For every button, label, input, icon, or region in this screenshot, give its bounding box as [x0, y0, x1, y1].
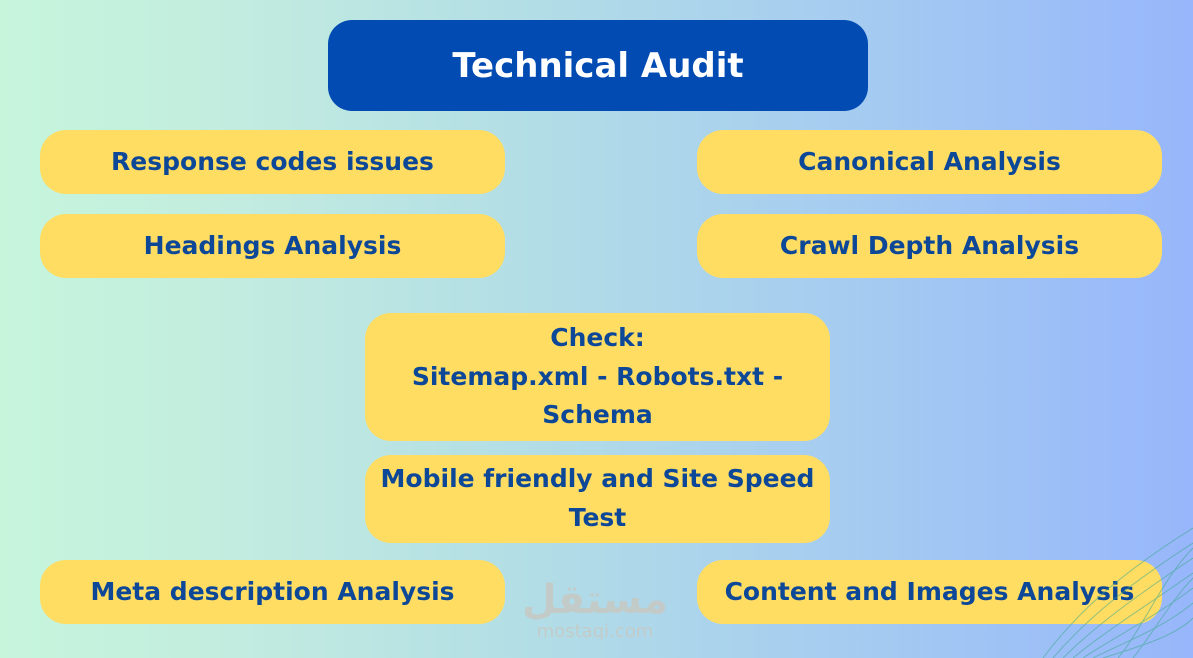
check-line-2: Sitemap.xml - Robots.txt - [411, 361, 784, 391]
title-text: Technical Audit [452, 45, 744, 86]
meta-description-box: Meta description Analysis [40, 560, 505, 624]
canonical-label: Canonical Analysis [798, 147, 1061, 176]
headings-box: Headings Analysis [40, 214, 505, 278]
headings-label: Headings Analysis [143, 231, 402, 260]
title-box: Technical Audit [328, 20, 868, 111]
check-box: Check: Sitemap.xml - Robots.txt - Schema [365, 313, 830, 441]
content-images-box: Content and Images Analysis [697, 560, 1162, 624]
check-line-1: Check: [550, 322, 645, 352]
watermark-logo: مستقل mostaqi.com [520, 578, 670, 642]
mobile-line-2: Test [568, 503, 627, 532]
check-line-3: Schema [542, 400, 653, 430]
decorative-lines-icon [1042, 527, 1193, 658]
content-images-label: Content and Images Analysis [724, 577, 1135, 606]
crawl-depth-label: Crawl Depth Analysis [779, 231, 1080, 260]
response-codes-label: Response codes issues [111, 147, 434, 176]
mobile-line-1: Mobile friendly and Site Speed [380, 464, 815, 494]
crawl-depth-box: Crawl Depth Analysis [697, 214, 1162, 278]
canonical-box: Canonical Analysis [697, 130, 1162, 194]
mobile-speed-box: Mobile friendly and Site Speed Test [365, 455, 830, 543]
watermark-mark: مستقل [521, 577, 669, 623]
response-codes-box: Response codes issues [40, 130, 505, 194]
watermark-text: mostaqi.com [536, 621, 654, 642]
meta-description-label: Meta description Analysis [90, 577, 455, 606]
